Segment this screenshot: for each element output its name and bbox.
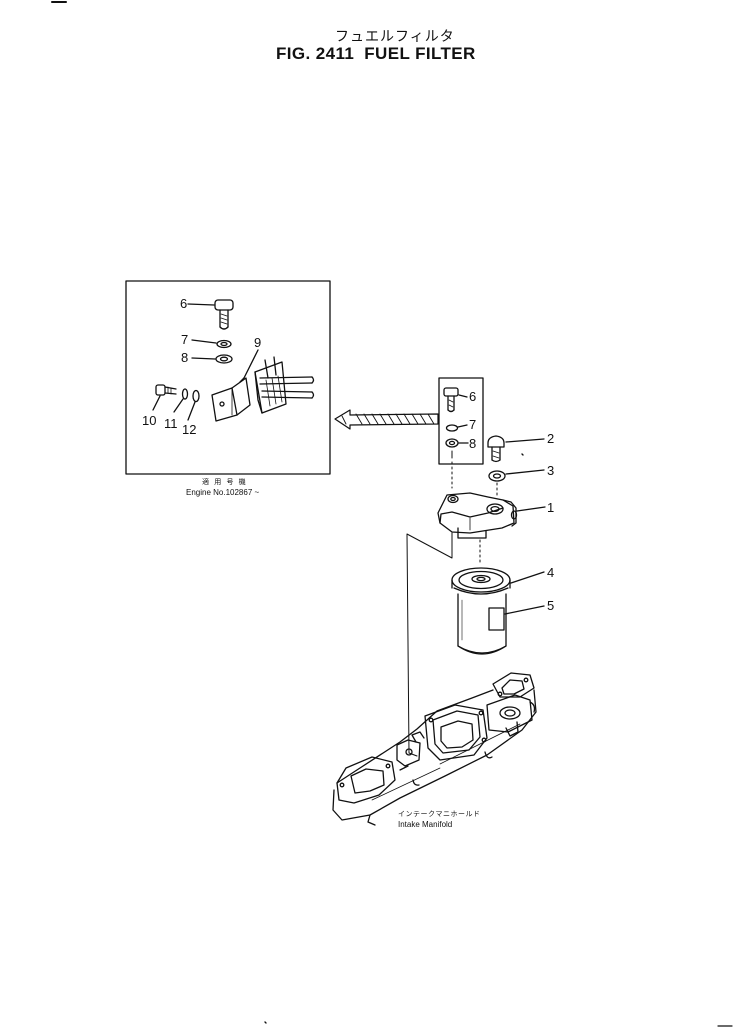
callout-2: 2 — [547, 431, 555, 446]
applicability-label: Engine No.102867 ~ — [186, 488, 260, 497]
inset-callout-8: 8 — [181, 350, 189, 365]
callout-1: 1 — [547, 500, 555, 515]
inset-bolt-10 — [155, 384, 177, 396]
filter-head-1 — [437, 492, 518, 539]
inset-spring-washer-7 — [216, 339, 232, 349]
page-title: FIG. 2411 FUEL FILTER — [276, 44, 476, 64]
manifold-label: Intake Manifold — [398, 820, 453, 829]
inset-bolt-6 — [214, 299, 234, 330]
inset-washer-8 — [215, 354, 233, 364]
callout-3: 3 — [547, 463, 555, 478]
inset-spring-washer-11 — [181, 388, 189, 400]
inset-washer-12 — [192, 389, 200, 403]
bolt-6 — [443, 387, 459, 413]
inset-callout-11: 11 — [164, 416, 178, 431]
hatched-arrow-left-icon — [334, 409, 439, 430]
filter-label-5 — [488, 607, 505, 631]
title-japanese: フュエルフィルタ — [335, 29, 455, 45]
inset-callout-9: 9 — [254, 335, 262, 350]
washer-3 — [488, 470, 506, 482]
filter-cartridge — [451, 567, 511, 655]
figure-number: FIG. 2411 — [276, 44, 355, 63]
applicability-label-jp: 適 用 号 機 — [202, 478, 248, 486]
inset-callout-6: 6 — [180, 296, 188, 311]
inset-callout-10: 10 — [142, 413, 157, 428]
inset-callout-12: 12 — [182, 422, 197, 437]
inset-callout-7: 7 — [181, 332, 189, 347]
callout-4: 4 — [547, 565, 555, 580]
inset-bracket-9 — [211, 356, 315, 422]
figure-title: FUEL FILTER — [364, 44, 476, 63]
manifold-label-jp: インテークマニホールド — [398, 810, 481, 818]
callout-6: 6 — [469, 389, 477, 404]
sub-assembly-frame — [438, 377, 484, 465]
callout-7: 7 — [469, 417, 477, 432]
callout-5: 5 — [547, 598, 555, 613]
bolt-2 — [487, 435, 505, 463]
intake-manifold — [332, 672, 537, 826]
spring-washer-7 — [445, 424, 459, 432]
inset-frame — [125, 280, 331, 475]
washer-8 — [445, 438, 459, 448]
callout-8: 8 — [469, 436, 477, 451]
